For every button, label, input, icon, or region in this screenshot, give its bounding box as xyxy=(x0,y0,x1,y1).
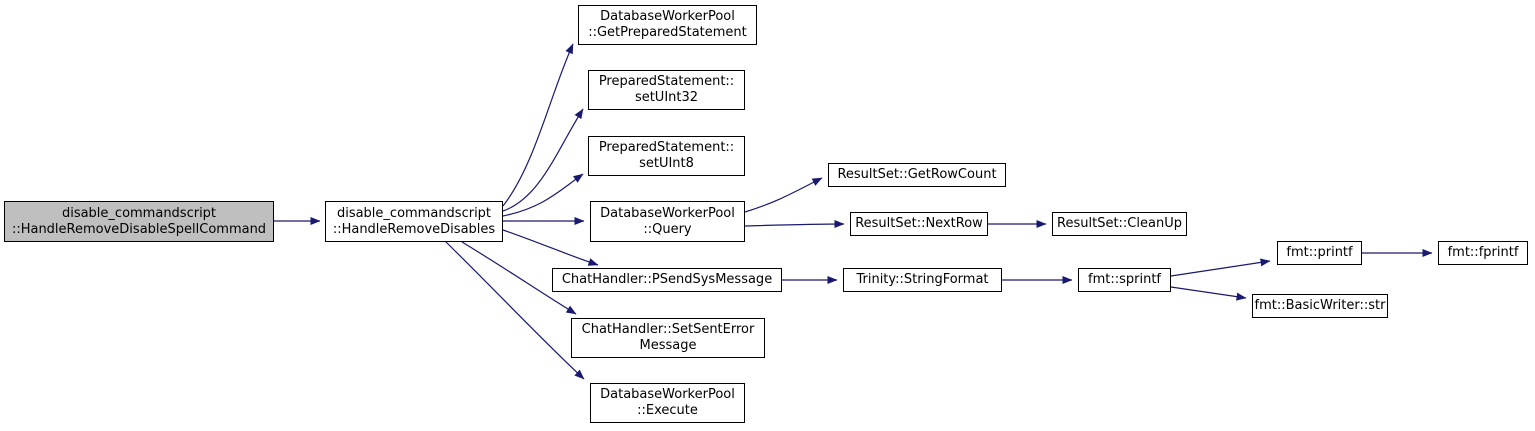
node-nextrow[interactable]: ResultSet::NextRow xyxy=(850,212,988,236)
edge-handleremovedisables-to-setuint8 xyxy=(502,173,584,217)
node-cleanup[interactable]: ResultSet::CleanUp xyxy=(1052,212,1187,236)
edge-handleremovedisables-to-psendsysmessage xyxy=(502,229,599,266)
node-basicwriter-str[interactable]: fmt::BasicWriter::str xyxy=(1252,294,1388,318)
edge-handleremovedisables-to-setsenterrormessage xyxy=(461,241,577,315)
node-query[interactable]: DatabaseWorkerPool ::Query xyxy=(590,201,745,242)
node-sprintf[interactable]: fmt::sprintf xyxy=(1078,268,1171,292)
node-getrowcount[interactable]: ResultSet::GetRowCount xyxy=(828,163,1006,187)
edge-handleremovedisables-to-getpreparedstatement xyxy=(502,43,574,207)
node-execute[interactable]: DatabaseWorkerPool ::Execute xyxy=(590,383,745,423)
node-handleremovedisables[interactable]: disable_commandscript ::HandleRemoveDisa… xyxy=(325,201,503,242)
edge-query-to-nextrow xyxy=(744,220,845,229)
node-setuint32[interactable]: PreparedStatement:: setUInt32 xyxy=(588,70,745,110)
node-stringformat[interactable]: Trinity::StringFormat xyxy=(843,268,1002,292)
edge-handleremovedisables-to-setuint32 xyxy=(502,108,584,212)
edge-handleremovedisables-to-execute xyxy=(445,241,585,380)
edge-query-to-getrowcount xyxy=(744,177,823,213)
node-setuint8[interactable]: PreparedStatement:: setUInt8 xyxy=(588,136,745,176)
edge-sprintf-to-basicwriterstr xyxy=(1170,286,1247,301)
node-setsenterrormessage[interactable]: ChatHandler::SetSentError Message xyxy=(571,318,765,358)
node-handleremovedisablespellcommand: disable_commandscript ::HandleRemoveDisa… xyxy=(4,201,274,242)
node-fprintf[interactable]: fmt::fprintf xyxy=(1438,241,1528,265)
node-printf[interactable]: fmt::printf xyxy=(1277,241,1362,265)
node-getpreparedstatement[interactable]: DatabaseWorkerPool ::GetPreparedStatemen… xyxy=(578,5,757,45)
edge-sprintf-to-printf xyxy=(1170,258,1271,277)
node-psendsysmessage[interactable]: ChatHandler::PSendSysMessage xyxy=(552,268,782,292)
